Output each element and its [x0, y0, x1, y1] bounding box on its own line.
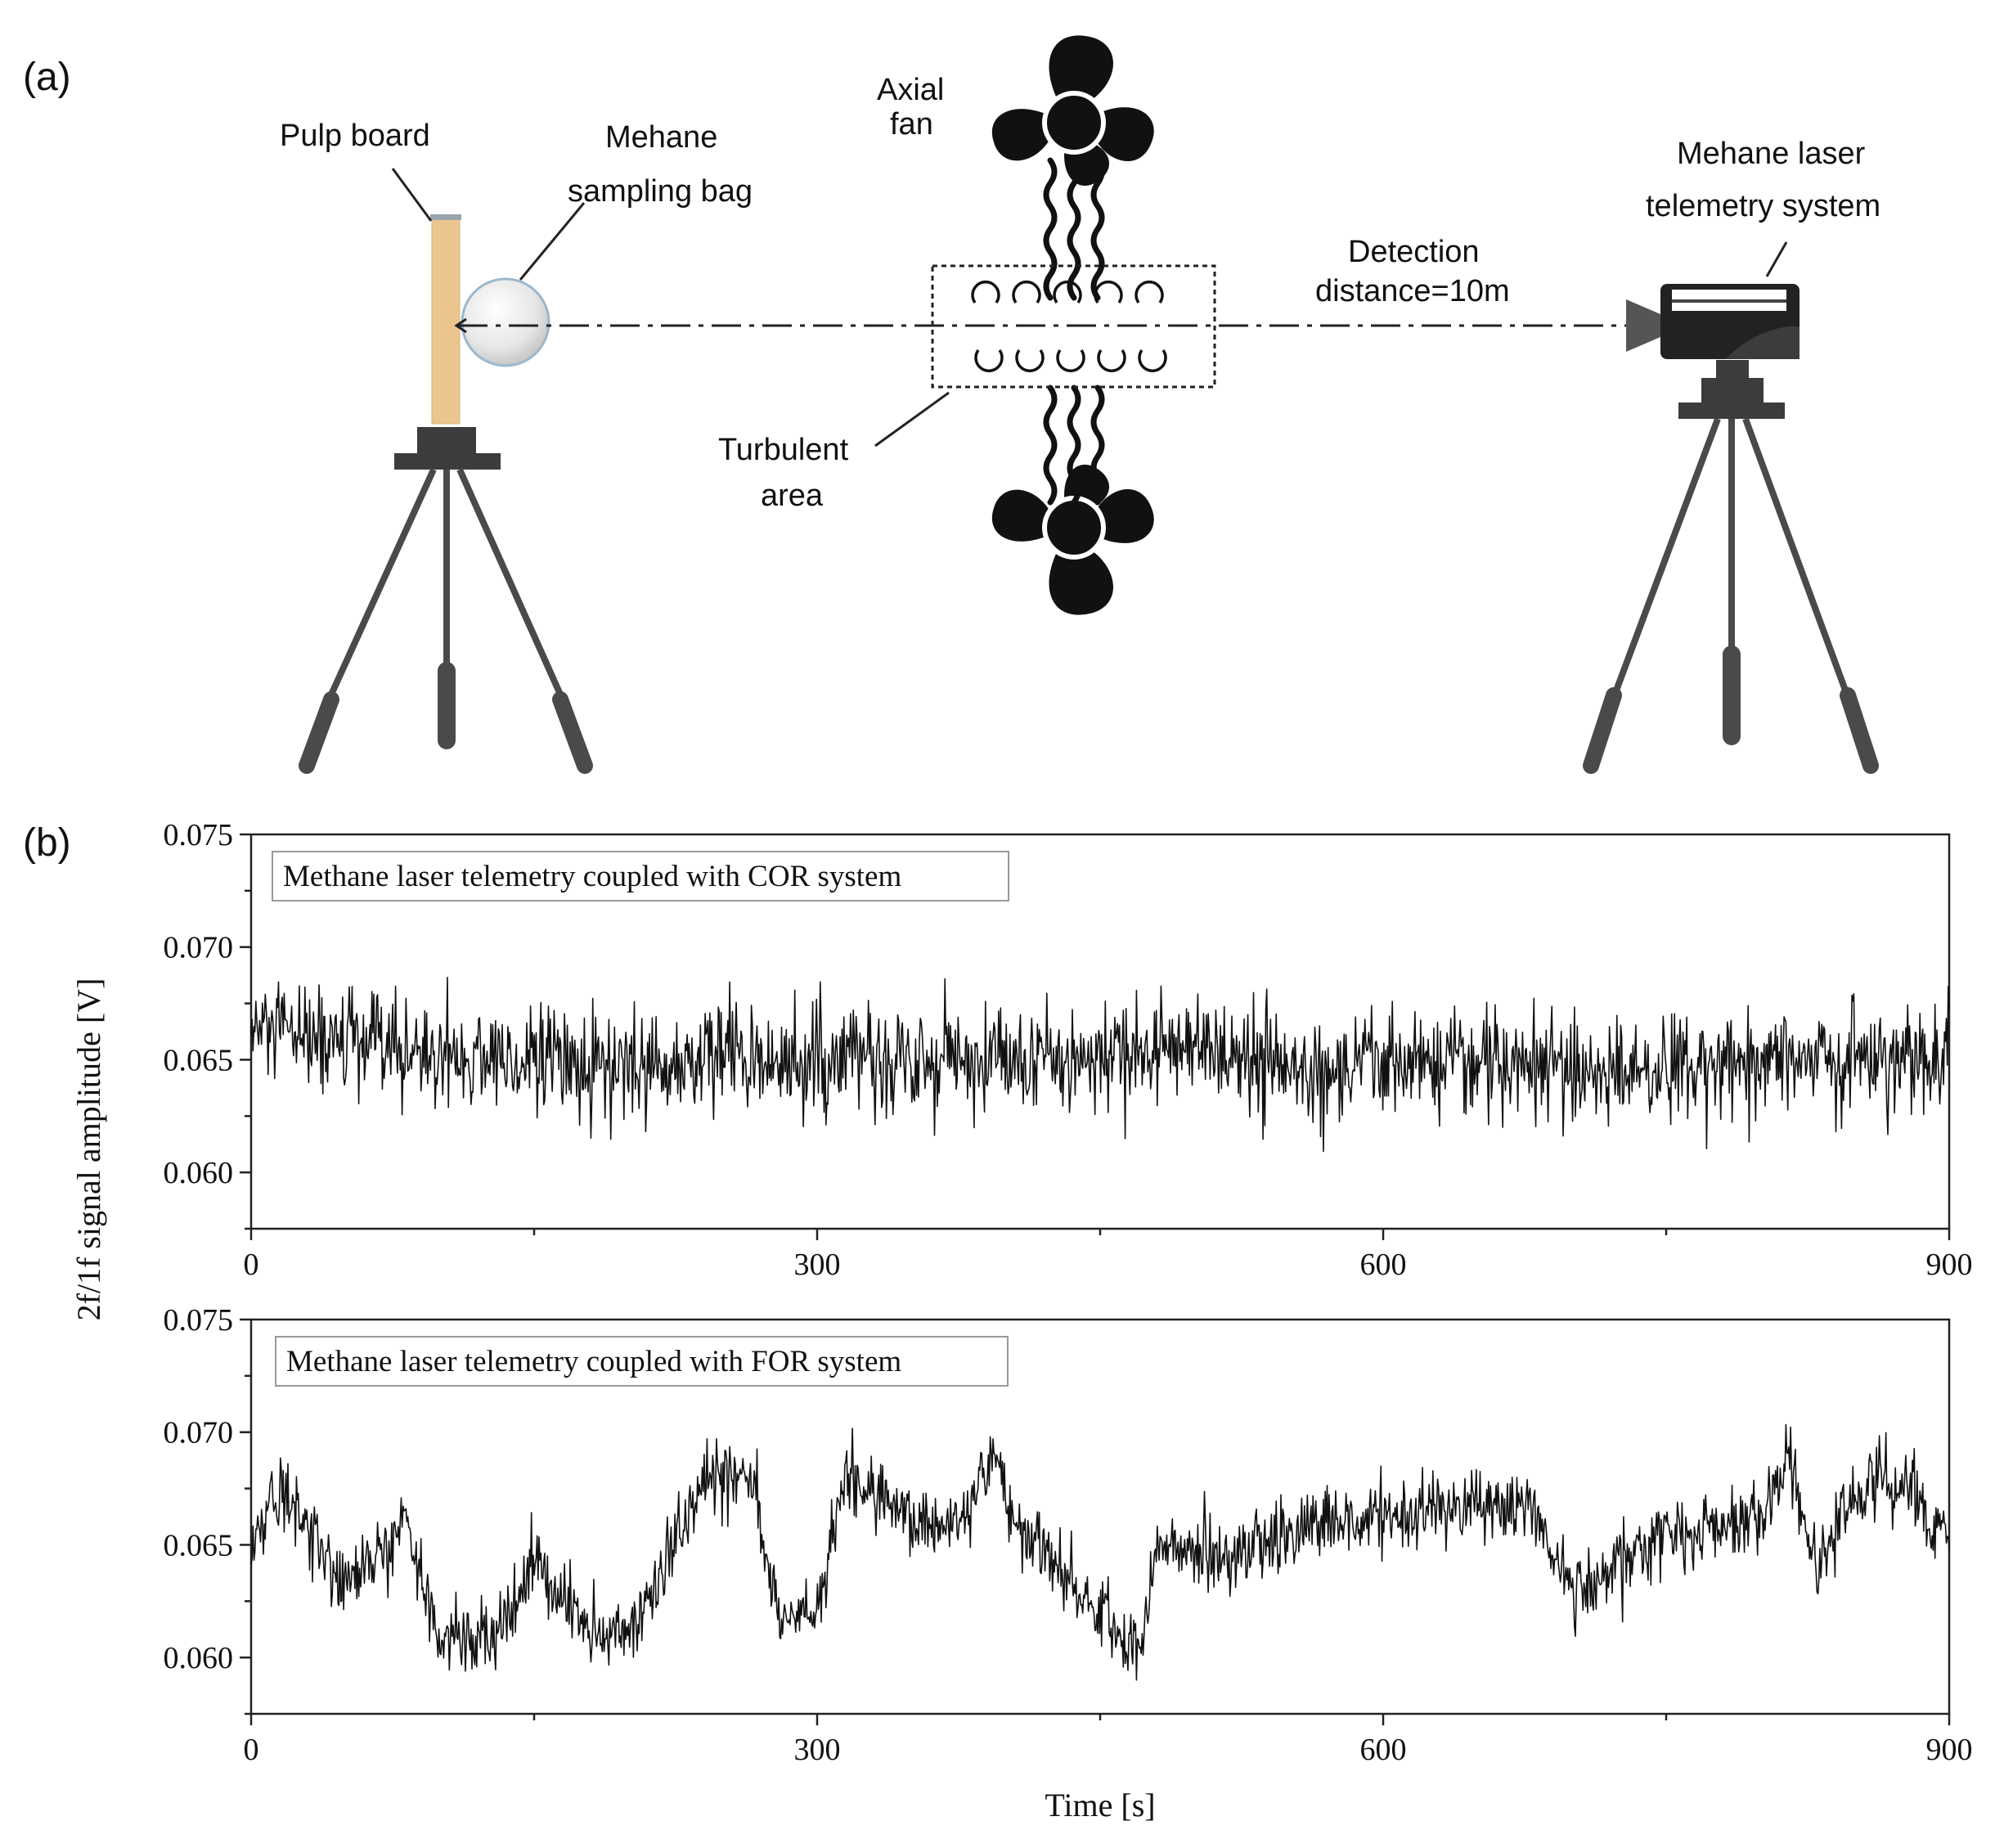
series-line	[250, 977, 1950, 1153]
sampling-bag-icon	[461, 277, 550, 367]
x-tick-label: 600	[1360, 1733, 1407, 1767]
pulp-board-icon	[430, 214, 461, 425]
chart-for: 0 300 600 900 0.060 0.065 0.070 0.075 Methane l…	[164, 1303, 1973, 1767]
panel-b-tag: (b)	[23, 821, 71, 865]
chart-ticks: 0 300 600 900 0.060 0.065 0.070 0.075	[164, 818, 1973, 1282]
detection-label-2: distance=10m	[1315, 274, 1510, 308]
x-tick-label: 600	[1360, 1248, 1407, 1282]
panel-a: (a) Pulp board Meh	[23, 35, 1880, 774]
turbulent-label-2: area	[761, 479, 824, 513]
x-tick-label: 300	[794, 1248, 841, 1282]
series-line	[250, 1423, 1950, 1681]
pulp-board-label: Pulp board	[280, 119, 430, 153]
tripod-icon	[1583, 360, 1879, 774]
x-tick-label: 900	[1926, 1733, 1973, 1767]
annotation-label: Methane laser telemetry coupled with FOR…	[286, 1345, 901, 1378]
sampling-bag-label-1: Mehane	[605, 120, 717, 155]
sampling-bag-leader	[519, 202, 586, 281]
chart-ticks: 0 300 600 900 0.060 0.065 0.070 0.075	[164, 1303, 1973, 1767]
x-tick-label: 300	[794, 1733, 841, 1767]
annotation-box	[275, 1336, 1009, 1387]
y-tick-label: 0.060	[164, 1156, 234, 1190]
axial-fan-label-1: Axial	[877, 73, 944, 107]
turbulent-label-1: Turbulent	[718, 433, 849, 467]
axial-fan-icon	[991, 35, 1154, 187]
turbulent-leader	[874, 391, 950, 447]
annotation-box	[272, 851, 1009, 902]
airflow-lines	[1043, 157, 1105, 506]
panel-a-tag: (a)	[23, 56, 71, 99]
y-tick-label: 0.070	[164, 1416, 234, 1450]
y-tick-label: 0.075	[164, 1303, 234, 1338]
tripod-icon	[299, 427, 593, 774]
y-tick-label: 0.065	[164, 1043, 234, 1077]
y-axis-title: 2f/1f signal amplitude [V]	[70, 978, 107, 1321]
telemetry-device-icon	[1626, 284, 1800, 359]
telemetry-leader	[1765, 241, 1788, 277]
x-tick-label: 0	[244, 1733, 259, 1767]
turbulence-icon	[931, 264, 1216, 389]
sampling-bag-label-2: sampling bag	[568, 174, 753, 209]
y-tick-label: 0.060	[164, 1641, 234, 1675]
annotation-label: Methane laser telemetry coupled with COR…	[283, 860, 901, 893]
y-tick-label: 0.065	[164, 1528, 234, 1562]
x-tick-label: 900	[1926, 1248, 1973, 1282]
axial-fan-icon	[991, 464, 1154, 615]
detection-label-1: Detection	[1348, 235, 1480, 269]
x-axis-title: Time [s]	[1045, 1787, 1155, 1823]
y-tick-label: 0.075	[164, 818, 234, 852]
y-tick-label: 0.070	[164, 931, 234, 965]
x-tick-label: 0	[244, 1248, 259, 1282]
pulp-board-leader	[391, 168, 433, 222]
axial-fan-label-2: fan	[890, 107, 933, 142]
telemetry-label-1: Mehane laser	[1677, 137, 1866, 171]
telemetry-label-2: telemetry system	[1646, 189, 1880, 223]
chart-cor: 0 300 600 900 0.060 0.065 0.070 0.075 Methane l…	[164, 818, 1973, 1282]
